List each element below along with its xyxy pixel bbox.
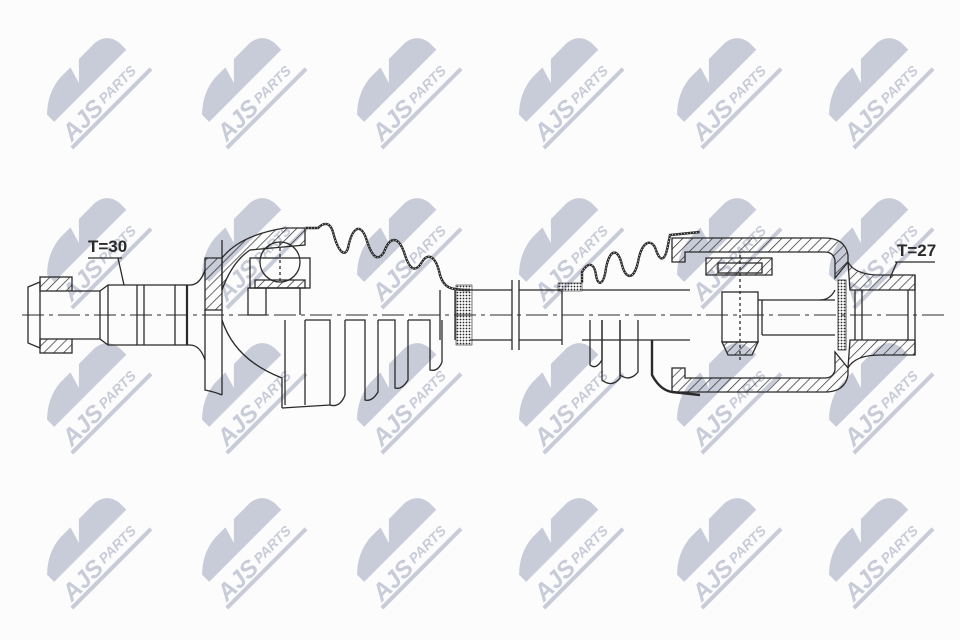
right-stub	[837, 261, 916, 369]
left-boot	[281, 222, 471, 409]
label-t30: T=30	[88, 237, 127, 256]
outer-cv-joint	[204, 227, 311, 408]
right-boot	[557, 230, 701, 397]
left-stub	[27, 269, 206, 361]
label-t27: T=27	[897, 241, 936, 260]
inner-tripod-joint	[671, 237, 849, 393]
middle-shaft	[455, 280, 562, 350]
